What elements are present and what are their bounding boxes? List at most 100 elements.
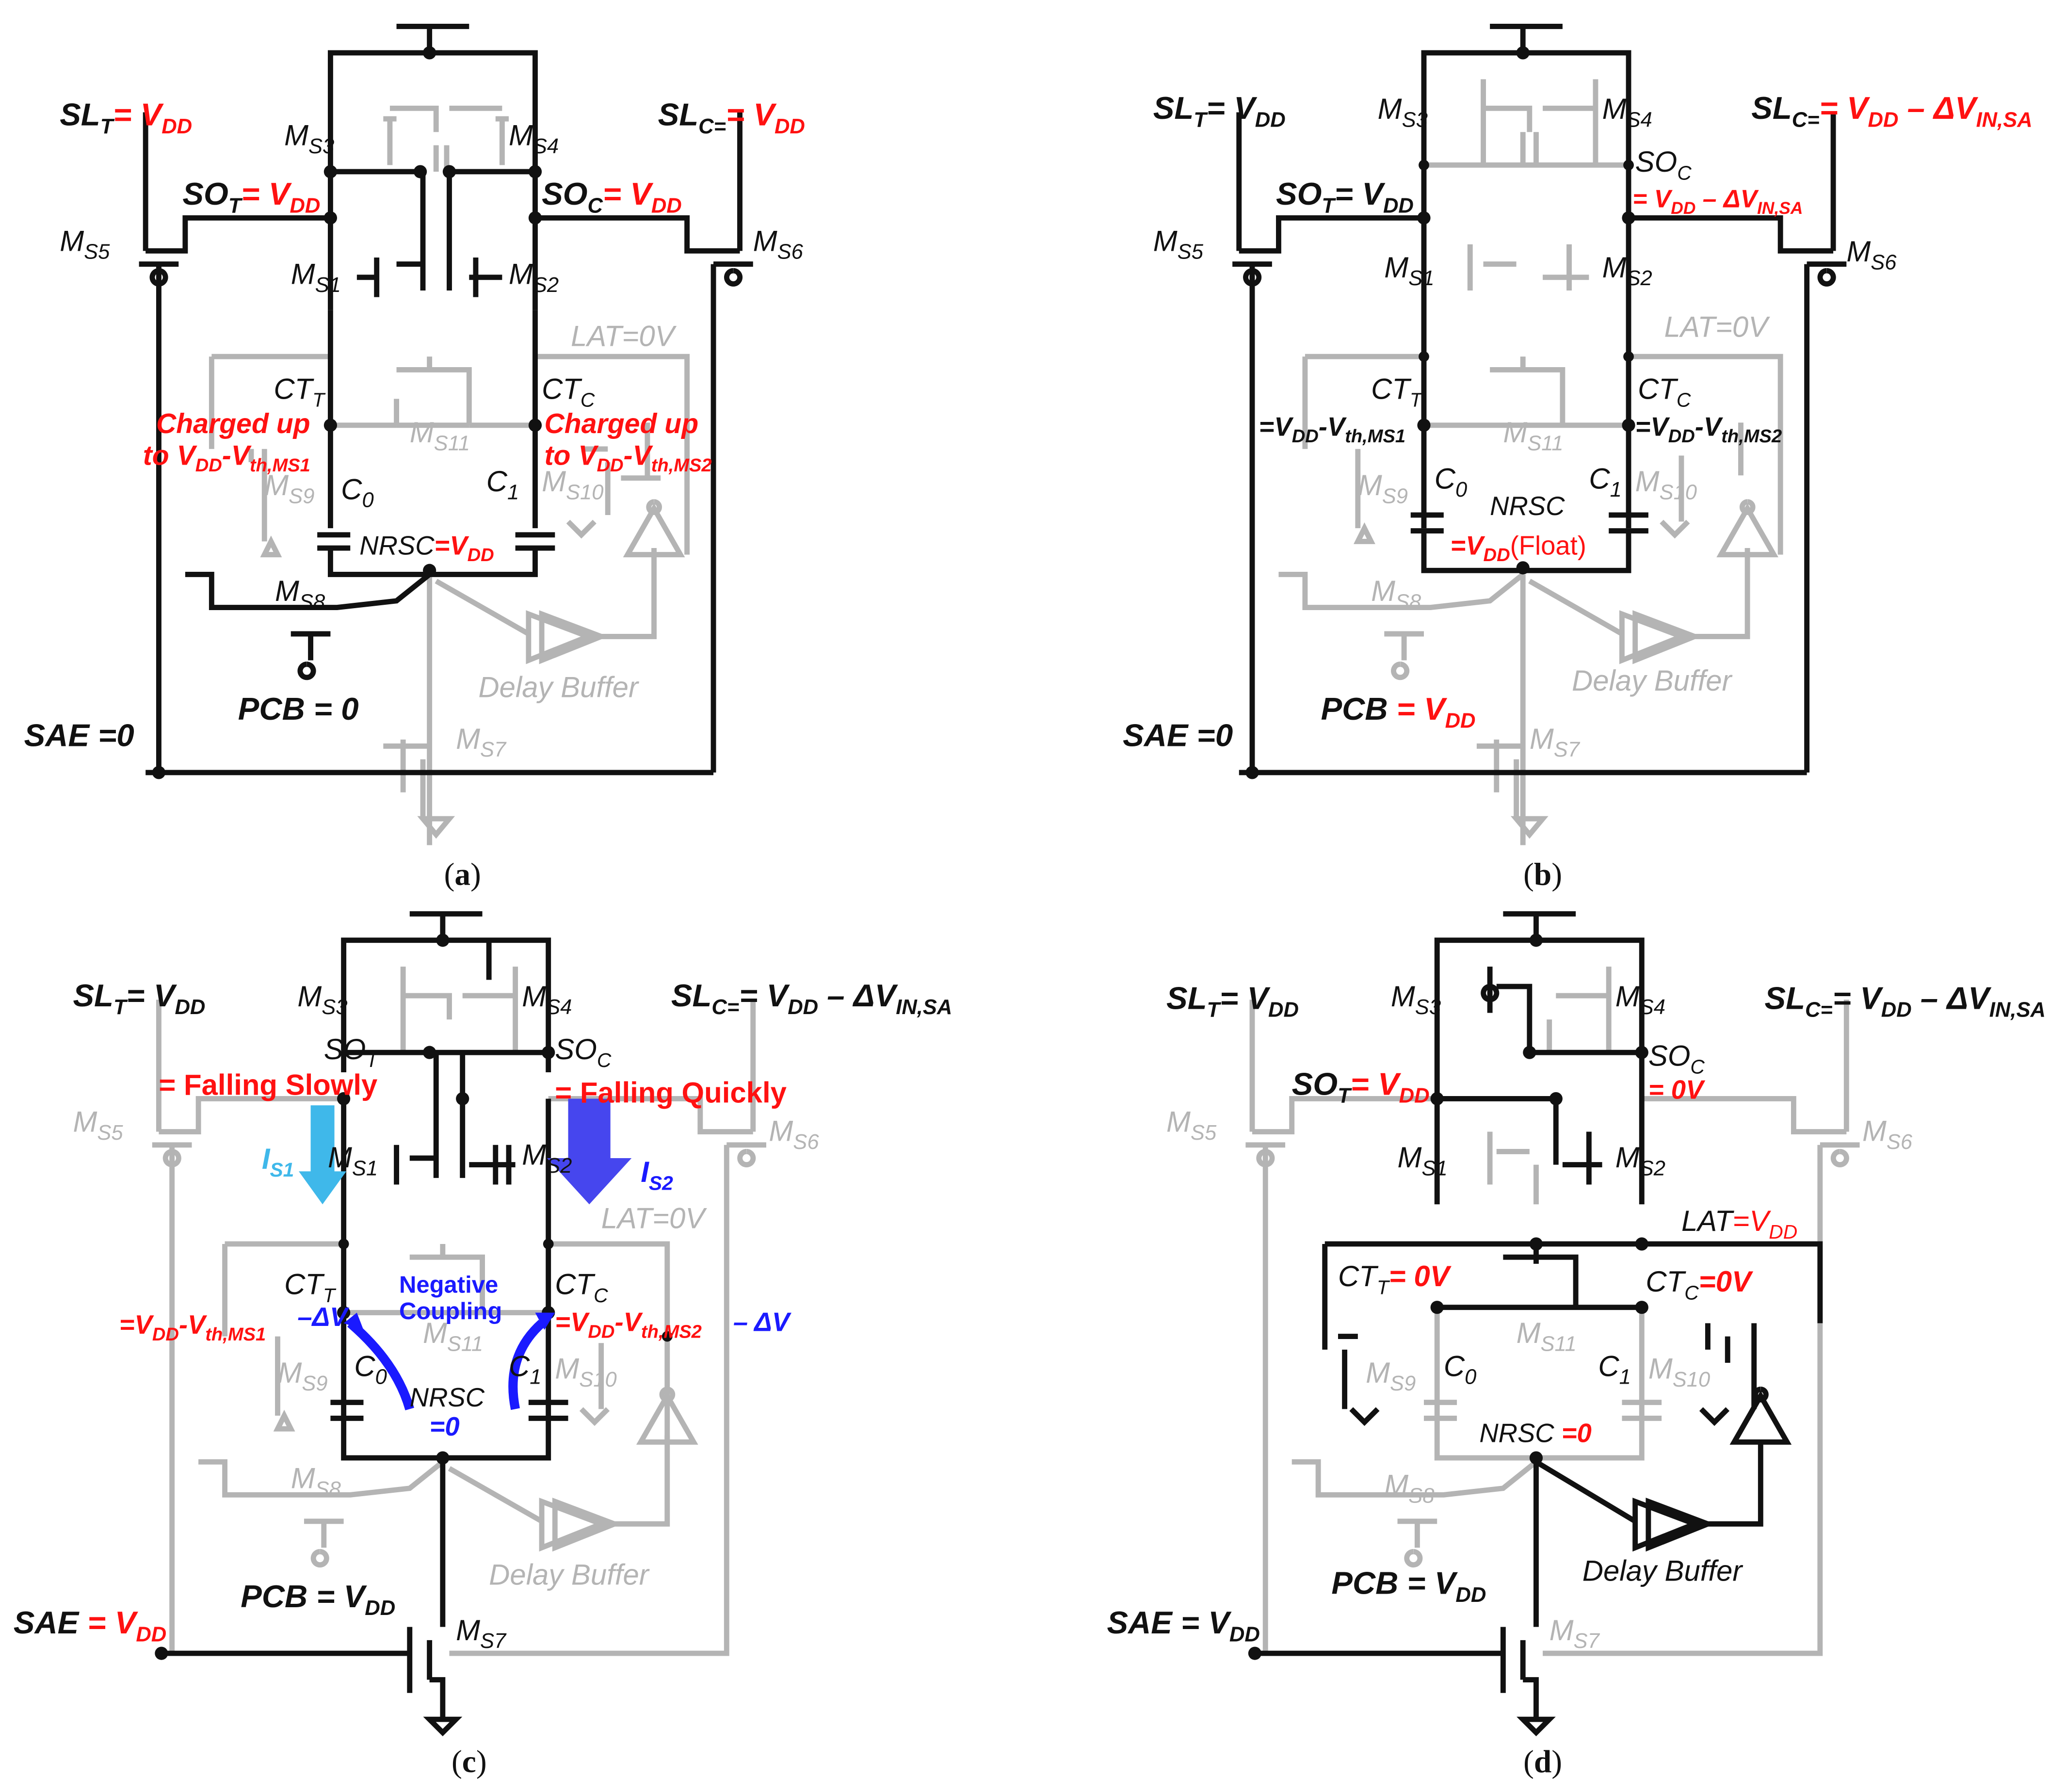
- slt-label: SLT= VDD: [1166, 980, 1299, 1021]
- ms5-label: MS5: [73, 1106, 123, 1145]
- ms10-label: MS10: [555, 1353, 616, 1391]
- soc-label: SOC: [1648, 1039, 1705, 1078]
- ms7-label: MS7: [456, 1614, 507, 1653]
- ms9-label: MS9: [277, 1356, 327, 1395]
- pcb-label: PCB = VDD: [1331, 1566, 1486, 1607]
- lat-label: LAT=0V: [1664, 310, 1771, 343]
- panel-b: MS3 MS4 MS5 MS6 MS1 MS2 MS11 MS9 MS10 MS…: [1123, 24, 2033, 892]
- nrsc-label: NRSC: [1490, 491, 1565, 521]
- soc-falling: = Falling Quickly: [555, 1077, 787, 1109]
- ms9-label: MS9: [1366, 1356, 1416, 1395]
- panel-d: MS3 MS4 MS5 MS6 MS1 MS2 MS11 MS9 MS10 MS…: [1107, 911, 2046, 1779]
- ctc-charge-line1: Charged up: [545, 408, 699, 439]
- pcb-label: PCB = 0: [238, 691, 359, 726]
- ms6-label: MS6: [769, 1115, 819, 1154]
- slt-label: SLT= VDD: [1153, 90, 1286, 131]
- soc-label: SOC: [555, 1033, 612, 1071]
- nrsc-label: NRSC: [410, 1383, 485, 1412]
- slt-label: SLT= VDD: [60, 97, 192, 138]
- ms9-label: MS9: [1358, 469, 1408, 508]
- ms5-label: MS5: [60, 225, 110, 263]
- ctc-charge-line2: to VDD-Vth,MS2: [545, 440, 712, 476]
- c1-label: C1: [1598, 1350, 1630, 1388]
- ctt-charge-line1: Charged up: [156, 408, 310, 439]
- c0-label: C0: [341, 473, 373, 512]
- delay-buffer-label: Delay Buffer: [489, 1559, 650, 1591]
- soc-label: SOC= VDD: [542, 176, 682, 217]
- caption-b: (b): [1523, 857, 1562, 892]
- ctt-value: =VDD-Vth,MS1: [1259, 412, 1406, 447]
- sae-label: SAE =0: [24, 717, 134, 753]
- ms3-label: MS3: [284, 119, 334, 158]
- ctc-label: CTC: [555, 1268, 608, 1306]
- ms6-label: MS6: [753, 225, 804, 263]
- caption-a: (a): [444, 857, 481, 892]
- slc-label: SLC== VDD: [658, 97, 805, 138]
- ms1-label: MS1: [1384, 251, 1434, 290]
- ms1-label: MS1: [291, 258, 341, 296]
- ms8-label: MS8: [1384, 1469, 1434, 1507]
- ms6-label: MS6: [1862, 1115, 1913, 1154]
- ms7-label: MS7: [1530, 723, 1581, 761]
- ctc-value: =VDD-Vth,MS2: [1635, 412, 1782, 447]
- nrsc-value: =0: [430, 1412, 460, 1441]
- slc-label: SLC== VDD – ΔVIN,SA: [671, 978, 952, 1019]
- sot-label: SOT: [324, 1033, 380, 1071]
- ctt-value: =VDD-Vth,MS1: [119, 1310, 266, 1345]
- sot-label: SOT= VDD: [182, 176, 320, 217]
- lat-label: LAT=0V: [571, 320, 677, 352]
- soc-label: SOC: [1635, 145, 1692, 184]
- ms5-label: MS5: [1153, 225, 1204, 263]
- ctt-label: CTT: [274, 372, 326, 411]
- lat-label: LAT=VDD: [1681, 1205, 1797, 1243]
- ms6-label: MS6: [1846, 235, 1897, 274]
- sae-label: SAE = VDD: [1107, 1605, 1259, 1646]
- is2-label: IS2: [641, 1156, 673, 1194]
- caption-c: (c): [452, 1744, 487, 1779]
- ms7-label: MS7: [456, 723, 507, 761]
- ms2-label: MS2: [509, 258, 559, 296]
- sot-falling: = Falling Slowly: [159, 1068, 377, 1101]
- slt-label: SLT= VDD: [73, 978, 205, 1019]
- lat-label: LAT=0V: [601, 1202, 708, 1234]
- ms3-label: MS3: [1378, 93, 1428, 131]
- is2-arrow: [547, 1098, 632, 1205]
- slc-label: SLC== VDD – ΔVIN,SA: [1751, 90, 2032, 131]
- ms11-label: MS11: [1517, 1317, 1577, 1356]
- ms10-label: MS10: [1635, 465, 1697, 504]
- soc-value: = VDD – ΔVIN,SA: [1632, 184, 1803, 218]
- negative-coupling-1: Negative: [399, 1272, 498, 1298]
- ms7-label: MS7: [1550, 1614, 1600, 1653]
- nrsc-value: =VDD(Float): [1450, 531, 1586, 566]
- delay-buffer-label: Delay Buffer: [1582, 1554, 1743, 1587]
- ms11-label: MS11: [410, 416, 470, 455]
- ctc-label: CTC: [542, 372, 595, 411]
- ctc-value: =VDD-Vth,MS2: [555, 1308, 702, 1342]
- ctc-label: CTC: [1638, 372, 1691, 411]
- soc-value: = 0V: [1648, 1075, 1706, 1104]
- ms11-label: MS11: [1503, 416, 1563, 455]
- pcb-label: PCB = VDD: [241, 1579, 395, 1620]
- nrsc-label: NRSC=VDD: [359, 531, 494, 566]
- sot-label: SOT= VDD: [1276, 176, 1414, 217]
- negative-coupling-2: Coupling: [399, 1298, 502, 1324]
- ctt-label: CTT= 0V: [1338, 1260, 1452, 1298]
- coupling-arrow-right: [508, 1320, 545, 1410]
- sae-label: SAE = VDD: [14, 1605, 166, 1646]
- ctt-label: CTT: [284, 1268, 337, 1306]
- ms10-label: MS10: [1648, 1353, 1710, 1391]
- ctc-dv: – ΔV: [733, 1308, 792, 1337]
- c0-label: C0: [1435, 462, 1467, 501]
- sot-label: SOT= VDD: [1292, 1066, 1430, 1107]
- ms3-label: MS3: [297, 980, 347, 1019]
- panel-c: MS3 MS4 MS5 MS6 MS1 MS2 MS11 MS9 MS10 MS…: [14, 911, 952, 1779]
- slc-label: SLC== VDD – ΔVIN,SA: [1764, 980, 2045, 1021]
- ctt-dv: –ΔV: [297, 1302, 350, 1332]
- is1-label: IS1: [262, 1143, 294, 1181]
- nrsc-label: NRSC =0: [1479, 1418, 1591, 1448]
- delay-buffer-label: Delay Buffer: [478, 671, 639, 704]
- delay-buffer-label: Delay Buffer: [1572, 664, 1733, 697]
- ms3-label: MS3: [1391, 980, 1441, 1019]
- pcb-label: PCB = VDD: [1321, 691, 1476, 732]
